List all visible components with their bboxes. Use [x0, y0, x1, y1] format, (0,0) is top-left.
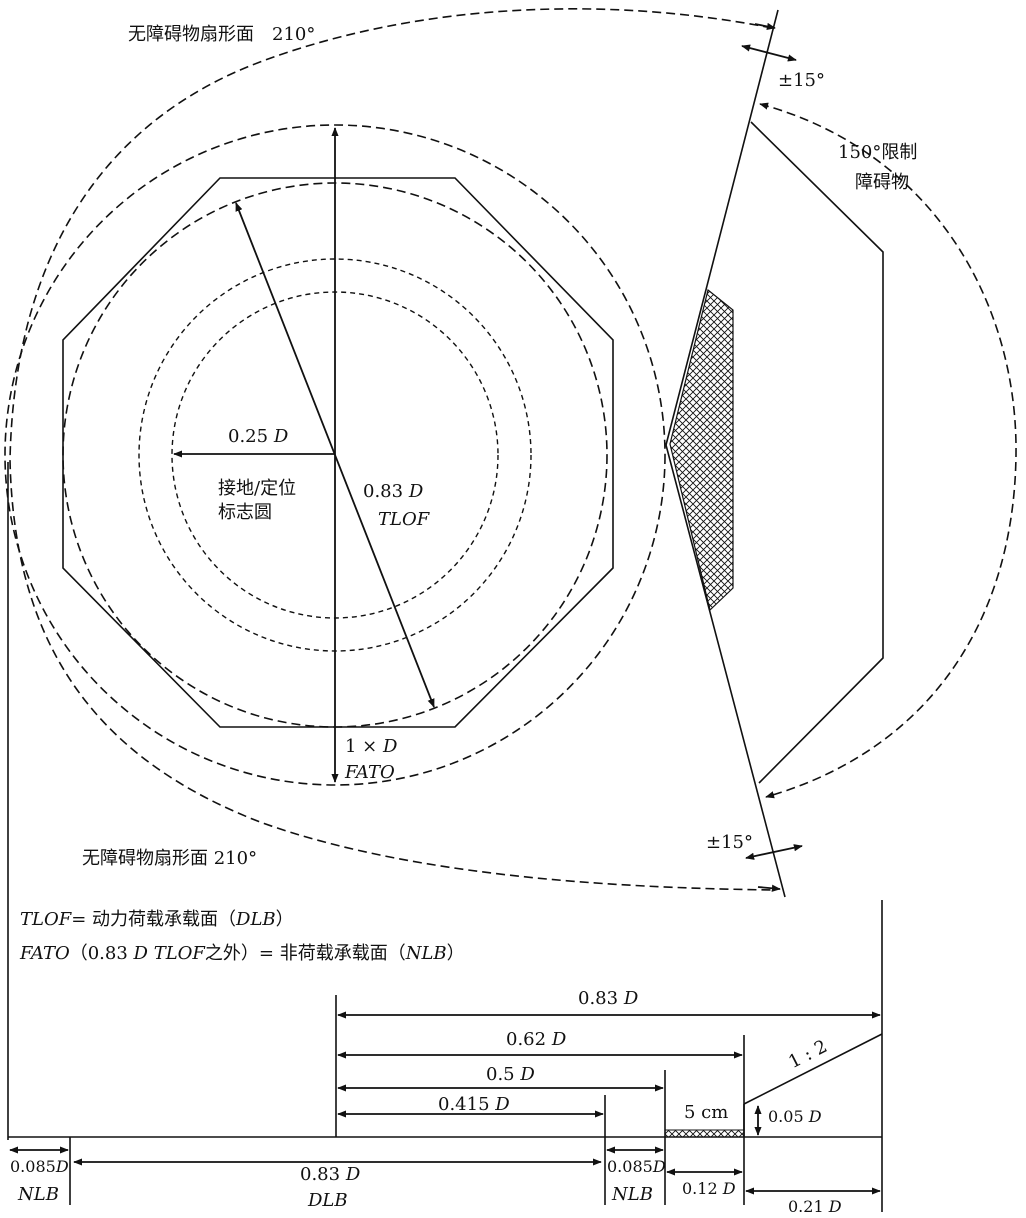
restricted-obstacle-polygon	[750, 121, 884, 784]
dim-005-label: 0.05 D	[768, 1107, 822, 1126]
tolerance-bottom-arrow	[745, 844, 803, 860]
tlof-label: TLOF	[378, 509, 431, 530]
section-slope-line	[743, 1033, 883, 1105]
dim-083-label: 0.83 D	[578, 988, 639, 1009]
plan-view: 无障碍物扇形面 210° ±15° 150°限制 障碍物 0.25 D 接地/定…	[4, 8, 1017, 1140]
dlb-label: DLB	[307, 1190, 348, 1211]
marker-radius-label: 0.25 D	[228, 426, 289, 447]
approach-edge-lower	[665, 444, 786, 898]
tolerance-bottom-label: ±15°	[706, 832, 753, 853]
legend-line-tlof: TLOF= 动力荷载承载面（DLB）	[20, 909, 294, 930]
tolerance-top-label: ±15°	[778, 70, 825, 91]
marker-label-line2: 标志圆	[218, 502, 272, 523]
marker-label-line1: 接地/定位	[218, 478, 296, 499]
sector-top-label: 无障碍物扇形面 210°	[128, 24, 315, 45]
obstacle-free-sector-outline	[9, 8, 773, 891]
dim-0415-label: 0.415 D	[438, 1094, 510, 1115]
fato-circle	[4, 124, 666, 786]
sector-bottom-label: 无障碍物扇形面 210°	[82, 848, 257, 869]
dim-0085-left-label: 0.085D	[10, 1157, 69, 1176]
slope-label: 1 : 2	[785, 1036, 831, 1073]
dim-012-label: 0.12 D	[682, 1179, 736, 1198]
dim-5cm-label: 5 cm	[684, 1102, 728, 1123]
tlof-dim-label: 0.83 D	[363, 481, 424, 502]
dim-062-label: 0.62 D	[506, 1029, 567, 1050]
nlb-right-label: NLB	[611, 1184, 653, 1205]
section-5cm-strip	[664, 1129, 745, 1138]
hatched-wedge	[669, 288, 734, 612]
limit-label-line2: 障碍物	[855, 172, 909, 193]
tolerance-top-arrow	[741, 44, 797, 62]
approach-edge-upper	[665, 9, 779, 446]
limit-label-line1: 150°限制	[838, 142, 917, 163]
legend: TLOF= 动力荷载承载面（DLB） FATO（0.83 D TLOF之外）= …	[19, 909, 465, 964]
tlof-diameter-arrow	[235, 202, 435, 708]
sector-bottom-arrowhead	[757, 884, 781, 892]
fato-label: FATO	[344, 762, 395, 783]
legend-line-fato: FATO（0.83 D TLOF之外）= 非荷载承载面（NLB）	[19, 943, 465, 964]
dim-083-bottom-label: 0.83 D	[300, 1164, 361, 1185]
dim-0085-right-label: 0.085D	[607, 1157, 666, 1176]
dim-021-label: 0.21 D	[788, 1197, 842, 1216]
sector-top-arrowhead	[754, 22, 776, 30]
tlof-octagon	[62, 177, 614, 728]
restricted-sector-arc	[759, 102, 1017, 799]
nlb-left-label: NLB	[17, 1184, 59, 1205]
dim-05-label: 0.5 D	[486, 1064, 535, 1085]
fato-dim-label: 1 × D	[345, 736, 398, 757]
